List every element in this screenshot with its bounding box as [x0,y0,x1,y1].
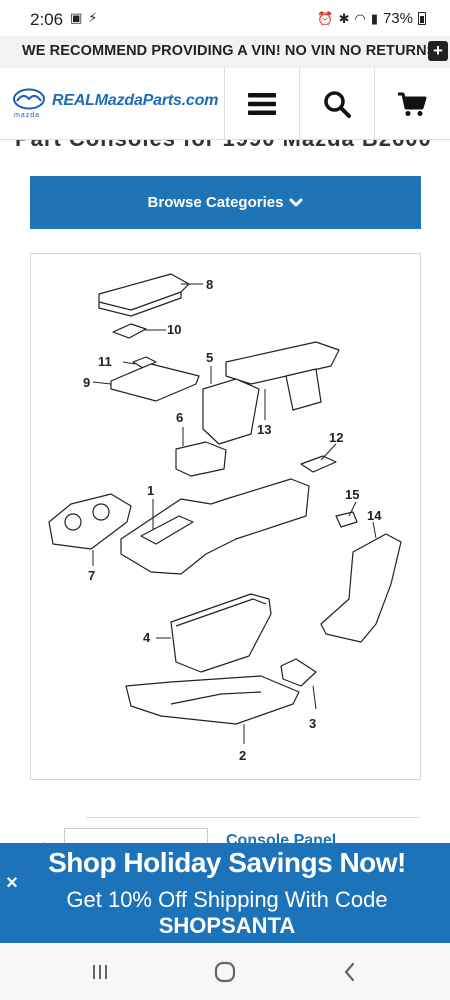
callout-8: 8 [206,277,213,292]
part-2-tray [125,675,300,725]
part-1-console [120,478,310,575]
announcement-bar: WE RECOMMEND PROVIDING A VIN! NO VIN NO … [0,36,450,68]
part-8-lid [98,273,190,311]
hamburger-menu-icon [247,93,276,115]
logo-text: REALMazdaParts.com [52,92,219,109]
part-15-switch [335,511,358,528]
chevron-down-icon [289,198,303,206]
callout-2: 2 [239,748,246,763]
callout-14: 14 [367,508,382,523]
part-9-plate [110,363,200,402]
status-time: 2:06 [30,10,64,29]
part-13-armrest [225,341,340,385]
wifi-icon: ◠ [354,11,366,26]
back-button[interactable] [335,957,365,987]
promo-banner[interactable]: × Shop Holiday Savings Now! Get 10% Off … [0,843,450,943]
search-button[interactable] [299,68,374,140]
alarm-icon: ⏰ [317,11,334,26]
parts-diagram-drawing: 8 10 11 9 5 6 13 12 1 15 14 7 4 3 2 [48,273,402,763]
recent-apps-button[interactable] [85,957,115,987]
status-left-icons: ▣ ⚡ [70,11,97,24]
charging-bolt-icon: ⚡ [88,10,98,25]
parts-diagram: 8 10 11 9 5 6 13 12 1 15 14 7 4 3 2 [30,253,421,780]
home-icon [214,961,236,983]
header-divider [224,68,225,140]
part-12-clip [300,455,337,473]
header-divider [299,68,300,140]
search-icon [323,91,351,118]
callout-15: 15 [345,487,359,502]
callout-11: 11 [98,354,112,369]
battery-icon [418,12,426,25]
status-right-icons: ⏰ ✱ ◠ ▮ 73% [317,10,426,27]
callout-12: 12 [329,430,343,445]
callout-13: 13 [257,422,271,437]
promo-subline: Get 10% Off Shipping With Code [66,887,388,912]
close-icon[interactable]: × [6,872,18,894]
callout-3: 3 [309,716,316,731]
shopping-cart-icon [397,92,426,116]
system-nav-bar [0,943,450,1000]
part-14-sidepanel [320,533,402,643]
callout-5: 5 [206,350,213,365]
mazda-logo-icon [13,88,45,110]
home-button[interactable] [210,957,240,987]
section-divider [86,817,420,818]
notification-icon: ▣ [70,10,83,25]
signal-icon: ▮ [370,11,378,26]
page-title: Part Consoles for 1990 Mazda B2600 [15,140,432,152]
header-divider [374,68,375,140]
part-5-box [202,378,260,445]
back-icon [344,962,355,982]
part-10-tray [112,323,147,339]
part-6-holder [175,441,227,477]
announcement-text: WE RECOMMEND PROVIDING A VIN! NO VIN NO … [22,43,437,59]
callout-10: 10 [167,322,181,337]
callout-9: 9 [83,375,90,390]
callout-4: 4 [143,630,151,645]
plus-icon[interactable]: + [428,41,448,61]
part-3-bracket [280,658,317,687]
logo-sub-text: mazda [14,112,41,119]
callout-1: 1 [147,483,154,498]
promo-headline: Shop Holiday Savings Now! [48,847,406,878]
part-7-cupholder [48,493,132,550]
promo-code: SHOPSANTA [158,913,296,938]
callout-6: 6 [176,410,183,425]
site-logo[interactable]: mazda REALMazdaParts.com [12,82,219,126]
cart-button[interactable] [374,68,449,140]
site-header: mazda REALMazdaParts.com [0,68,450,140]
recent-apps-icon [93,965,107,979]
callout-7: 7 [88,568,95,583]
part-11-clip [132,356,157,369]
browse-categories-label: Browse Categories [147,194,284,211]
battery-percent: 73% [382,10,413,27]
part-4-bin [170,593,272,673]
status-bar: 2:06 ▣ ⚡ ⏰ ✱ ◠ ▮ 73% [0,0,450,38]
bluetooth-icon: ✱ [338,11,350,26]
browse-categories-button[interactable]: Browse Categories [30,176,421,229]
menu-button[interactable] [224,68,299,140]
